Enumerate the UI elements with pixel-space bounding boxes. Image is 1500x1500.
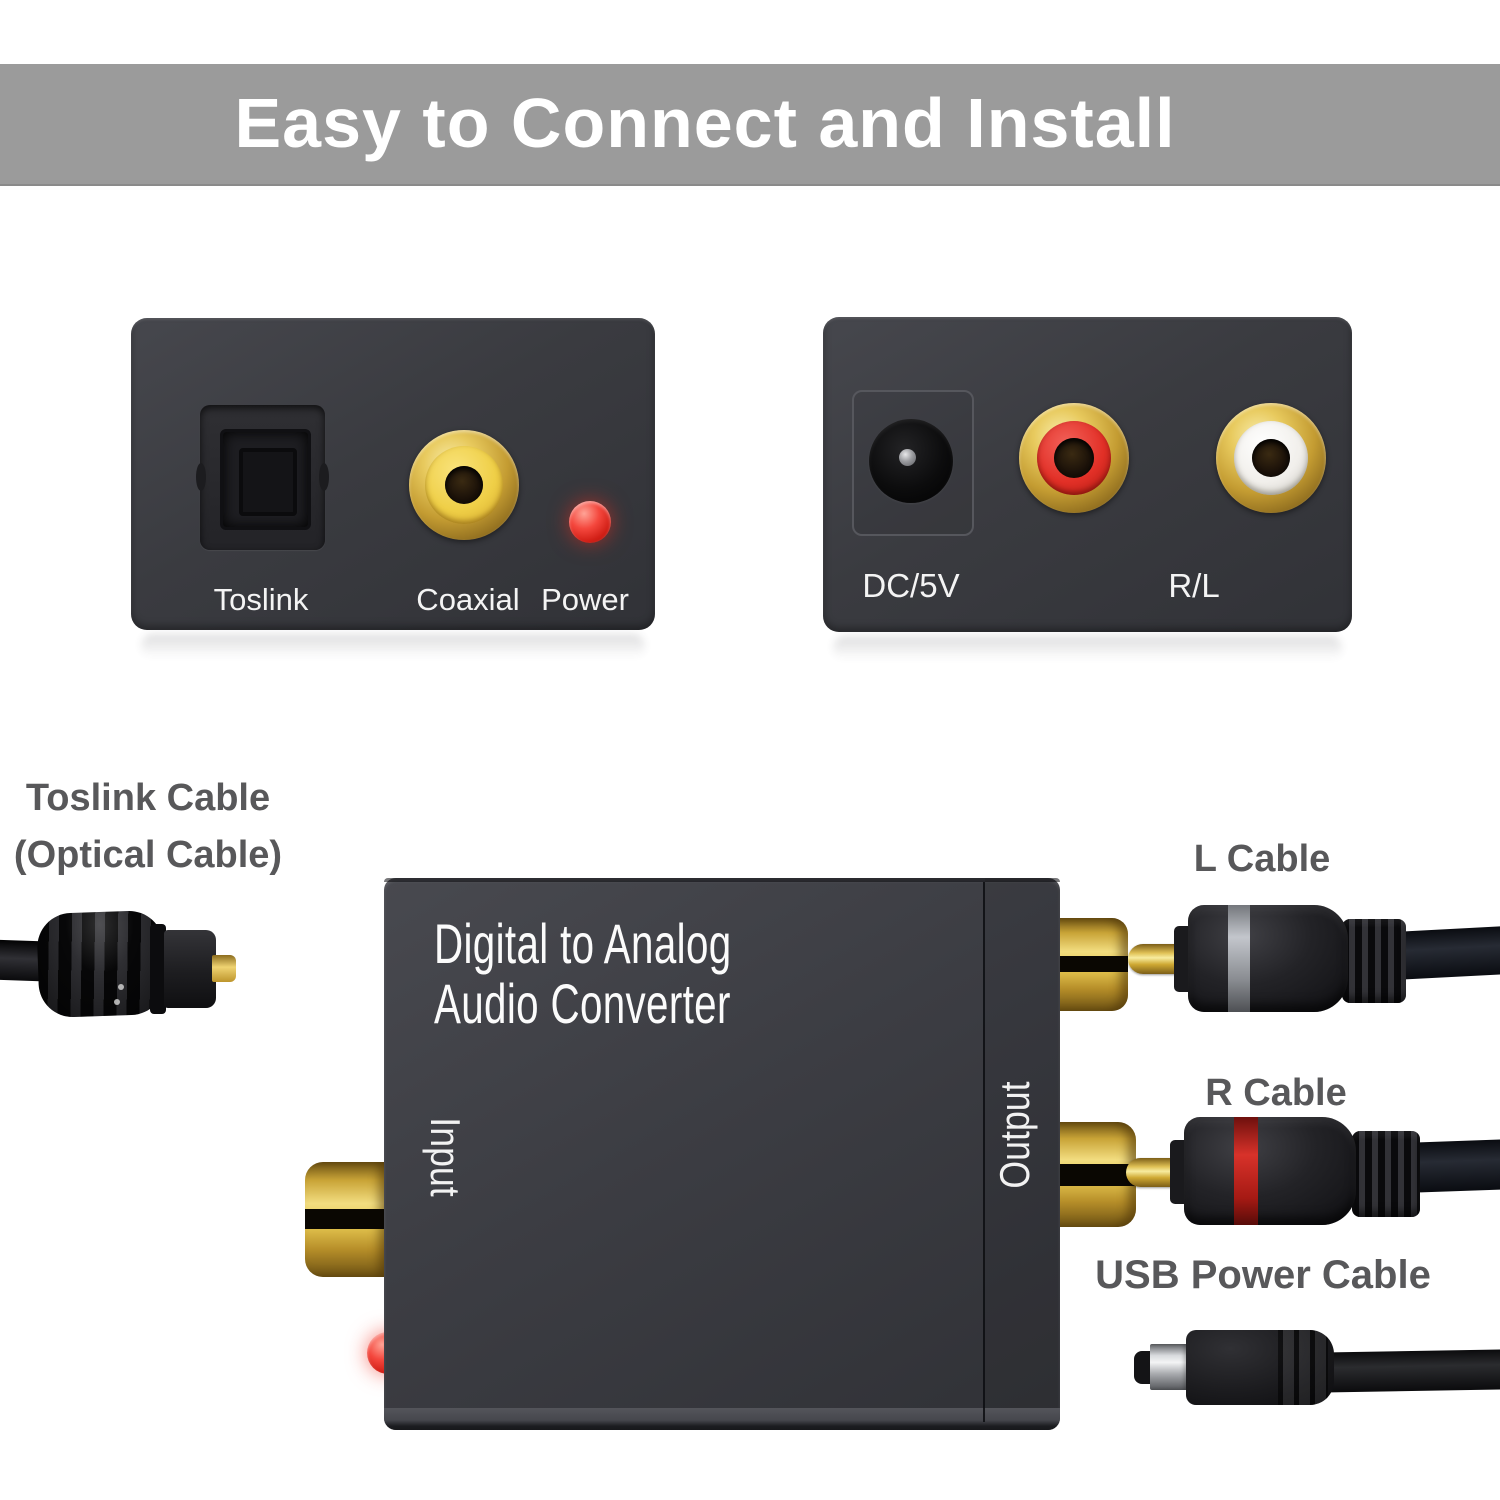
front-panel-reflection: [141, 634, 645, 658]
coaxial-jack-yellow-ring: [425, 446, 503, 524]
converter-box: Digital to Analog Audio Converter Input …: [384, 878, 1060, 1430]
toslink-cable-label-line2: (Optical Cable): [13, 834, 283, 876]
usb-power-cable-label: USB Power Cable: [1095, 1253, 1431, 1297]
l-cable-label: L Cable: [1193, 838, 1331, 880]
toslink-connector-tip: [212, 955, 236, 982]
output-side-label: Output: [991, 1081, 1038, 1189]
dc-plug-tip: [1134, 1351, 1154, 1384]
power-led-label: Power: [541, 582, 629, 617]
coaxial-port-label: Coaxial: [416, 582, 520, 617]
toslink-connector-highlight-dot: [118, 984, 124, 990]
converter-box-right-face: [985, 878, 1060, 1430]
output-jack-right-slot: [1056, 1164, 1136, 1186]
title-banner: Easy to Connect and Install: [0, 64, 1500, 186]
dc-power-jack: [869, 419, 953, 503]
dc-jack-pin: [899, 449, 916, 466]
r-plug-pin: [1126, 1158, 1178, 1187]
converter-box-seam: [983, 882, 985, 1422]
toslink-cable-label-line1: Toslink Cable: [25, 777, 271, 819]
dc-plug-barrel: [1150, 1344, 1188, 1390]
toslink-port-label: Toslink: [213, 582, 309, 617]
r-plug-red-band: [1234, 1117, 1258, 1225]
usb-power-cable-wire: [1323, 1349, 1500, 1393]
rca-white-hole: [1252, 439, 1290, 477]
output-jack-right-side: [1056, 1122, 1136, 1227]
coaxial-jack-hole: [445, 466, 483, 504]
l-cable-wire: [1394, 926, 1500, 980]
converter-back-panel: DC/5V R/L: [823, 317, 1352, 632]
toslink-connector-highlight-dot: [114, 999, 120, 1005]
toslink-port-shutter: [239, 448, 297, 516]
dc-plug-body: [1186, 1330, 1334, 1405]
r-cable-label: R Cable: [1205, 1072, 1347, 1114]
output-jack-left-side: [1056, 918, 1128, 1011]
r-plug-strain-relief: [1352, 1131, 1420, 1217]
converter-box-top-edge: [384, 878, 1060, 882]
toslink-connector-collar: [150, 924, 166, 1014]
coaxial-input-jack-side: [305, 1162, 387, 1277]
toslink-port-notch-left: [196, 463, 206, 491]
banner-title: Easy to Connect and Install: [234, 84, 1176, 162]
l-plug-body: [1188, 905, 1348, 1012]
input-side-label: Input: [422, 1117, 469, 1197]
power-led: [569, 501, 611, 543]
toslink-connector-boot: [36, 909, 166, 1019]
converter-title-line2: Audio Converter: [434, 972, 731, 1035]
l-plug-gray-band: [1228, 905, 1250, 1012]
toslink-port: [196, 405, 329, 550]
toslink-cable-label: Toslink Cable (Optical Cable): [8, 770, 288, 884]
r-plug-body: [1184, 1117, 1356, 1225]
rca-jack-left-white: [1216, 403, 1326, 513]
coaxial-input-jack-slot: [305, 1209, 387, 1229]
converter-title-line1: Digital to Analog: [434, 912, 732, 975]
l-plug-strain-relief: [1342, 919, 1406, 1003]
toslink-port-notch-right: [319, 463, 329, 491]
r-cable-wire: [1411, 1139, 1500, 1193]
coaxial-jack: [409, 430, 519, 540]
converter-front-panel: Toslink Coaxial Power: [131, 318, 655, 630]
back-panel-reflection: [833, 636, 1342, 660]
rl-jacks-label: R/L: [1168, 567, 1220, 604]
dc-jack-label: DC/5V: [862, 567, 960, 604]
rca-red-hole: [1054, 438, 1094, 478]
converter-title: Digital to Analog Audio Converter: [434, 914, 732, 1034]
rca-white-ring: [1234, 421, 1308, 495]
dc-plug-ribs: [1278, 1330, 1328, 1405]
rca-red-ring: [1037, 421, 1111, 495]
toslink-port-window: [220, 429, 311, 530]
rca-jack-right-red: [1019, 403, 1129, 513]
converter-box-bottom-edge: [384, 1408, 1060, 1430]
output-jack-left-slot: [1056, 956, 1128, 972]
toslink-connector-head: [164, 930, 216, 1008]
l-plug-pin: [1128, 944, 1182, 974]
